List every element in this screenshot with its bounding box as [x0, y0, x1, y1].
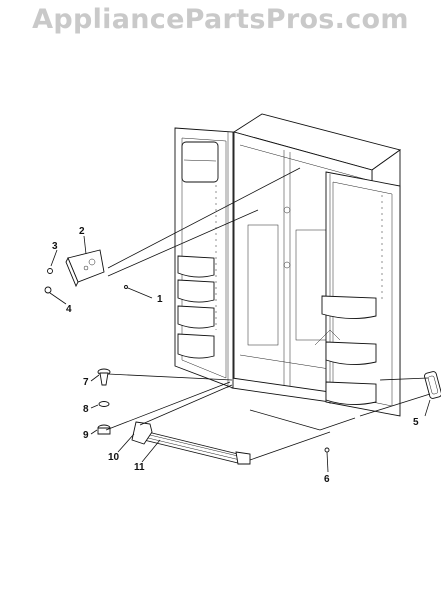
- top-hinge: [44, 249, 105, 294]
- callout-4: 4: [66, 304, 72, 315]
- callout-6: 6: [324, 474, 330, 485]
- callout-9: 9: [83, 430, 89, 441]
- callout-5: 5: [413, 417, 419, 428]
- callout-3: 3: [52, 241, 58, 252]
- callout-7: 7: [83, 377, 89, 388]
- bottom-hinge-parts: [97, 368, 111, 435]
- callout-11: 11: [134, 462, 145, 473]
- callout-labels: 1 2 3 4 5 6 7 8 9 10 11: [52, 226, 419, 485]
- watermark-logo: AppliancePartsPros.com: [32, 4, 409, 35]
- toe-grille: [131, 421, 251, 465]
- callout-8: 8: [83, 404, 89, 415]
- callout-10: 10: [108, 452, 120, 463]
- left-door: [174, 127, 234, 389]
- leader-lines: [49, 167, 431, 473]
- callout-2: 2: [79, 226, 85, 237]
- door-handle-part: [424, 371, 441, 399]
- right-door: [314, 171, 401, 417]
- callout-1: 1: [157, 294, 163, 305]
